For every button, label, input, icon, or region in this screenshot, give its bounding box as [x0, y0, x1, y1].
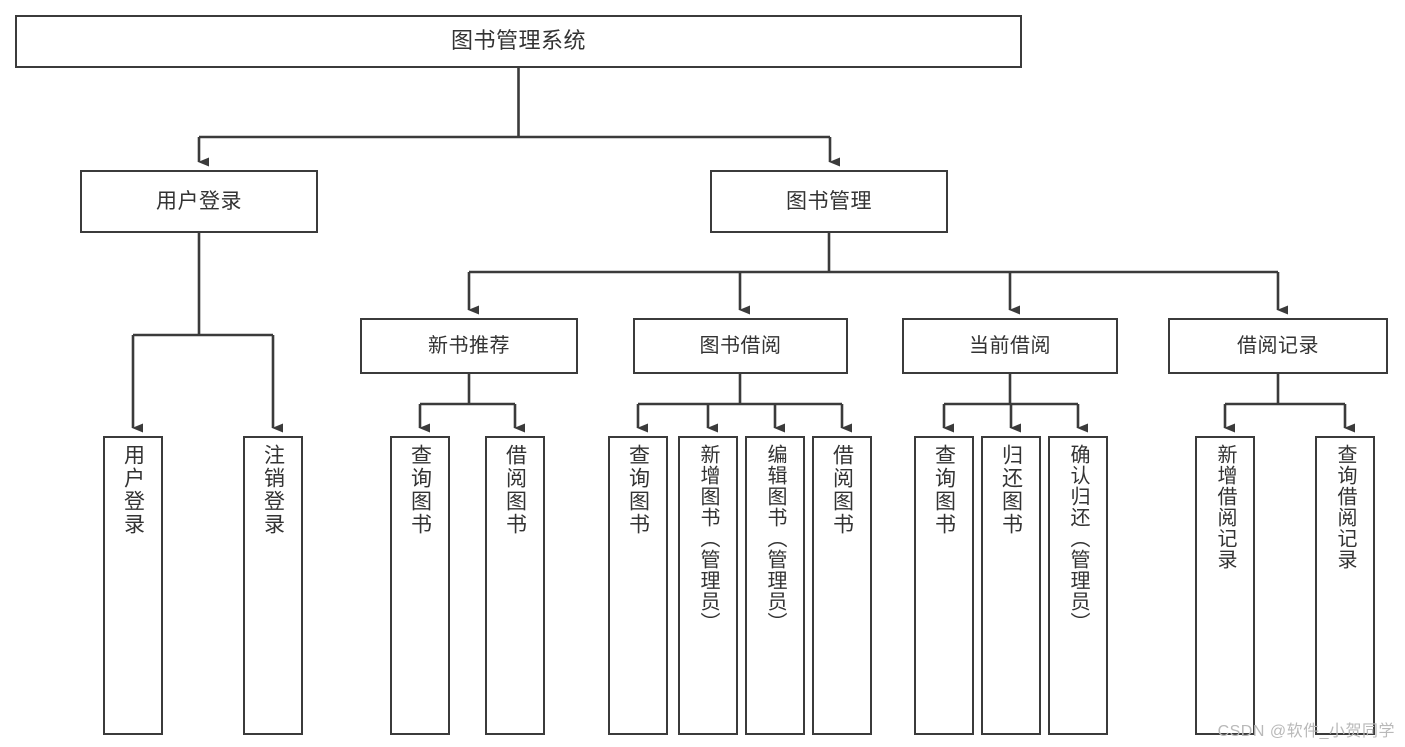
node-book-management[interactable]: 图书管理: [710, 170, 948, 233]
node-leaf-add-record[interactable]: 新增借阅记录: [1195, 436, 1255, 735]
node-leaf-user-login[interactable]: 用户登录: [103, 436, 163, 735]
node-leaf-edit-book-label: 编辑图书（管理员）: [764, 444, 786, 633]
node-leaf-add-record-label: 新增借阅记录: [1214, 444, 1236, 570]
node-user-login-label: 用户登录: [156, 189, 242, 213]
node-leaf-query-record[interactable]: 查询借阅记录: [1315, 436, 1375, 735]
node-borrow-record[interactable]: 借阅记录: [1168, 318, 1388, 374]
node-leaf-edit-book[interactable]: 编辑图书（管理员）: [745, 436, 805, 735]
node-current-borrow-label: 当前借阅: [969, 334, 1051, 357]
node-leaf-query-book-1-label: 查询图书: [408, 444, 432, 536]
node-new-book-recommend[interactable]: 新书推荐: [360, 318, 578, 374]
node-leaf-confirm-return[interactable]: 确认归还（管理员）: [1048, 436, 1108, 735]
node-leaf-borrow-book-1-label: 借阅图书: [503, 444, 527, 536]
node-borrow-record-label: 借阅记录: [1237, 334, 1319, 357]
node-book-management-label: 图书管理: [786, 189, 872, 213]
node-leaf-query-book-1[interactable]: 查询图书: [390, 436, 450, 735]
node-root-label: 图书管理系统: [450, 28, 586, 54]
node-leaf-add-book-label: 新增图书（管理员）: [697, 444, 719, 633]
node-leaf-borrow-book-2-label: 借阅图书: [830, 444, 854, 536]
node-leaf-query-record-label: 查询借阅记录: [1334, 444, 1356, 570]
node-leaf-user-logout[interactable]: 注销登录: [243, 436, 303, 735]
node-new-book-recommend-label: 新书推荐: [428, 334, 510, 357]
node-leaf-user-logout-label: 注销登录: [261, 444, 285, 536]
connector-lines: [131, 68, 1355, 433]
node-book-borrow-label: 图书借阅: [699, 334, 782, 357]
node-leaf-query-book-2-label: 查询图书: [626, 444, 650, 536]
node-leaf-user-login-label: 用户登录: [121, 444, 145, 536]
node-leaf-return-book-label: 归还图书: [999, 444, 1023, 536]
node-leaf-return-book[interactable]: 归还图书: [981, 436, 1041, 735]
node-current-borrow[interactable]: 当前借阅: [902, 318, 1118, 374]
node-root-system[interactable]: 图书管理系统: [15, 15, 1022, 68]
node-leaf-confirm-return-label: 确认归还（管理员）: [1067, 444, 1089, 633]
node-book-borrow[interactable]: 图书借阅: [633, 318, 848, 374]
node-leaf-borrow-book-2[interactable]: 借阅图书: [812, 436, 872, 735]
node-user-login[interactable]: 用户登录: [80, 170, 318, 233]
node-leaf-borrow-book-1[interactable]: 借阅图书: [485, 436, 545, 735]
node-leaf-query-book-2[interactable]: 查询图书: [608, 436, 668, 735]
node-leaf-query-book-3-label: 查询图书: [932, 444, 956, 536]
node-leaf-add-book[interactable]: 新增图书（管理员）: [678, 436, 738, 735]
node-leaf-query-book-3[interactable]: 查询图书: [914, 436, 974, 735]
